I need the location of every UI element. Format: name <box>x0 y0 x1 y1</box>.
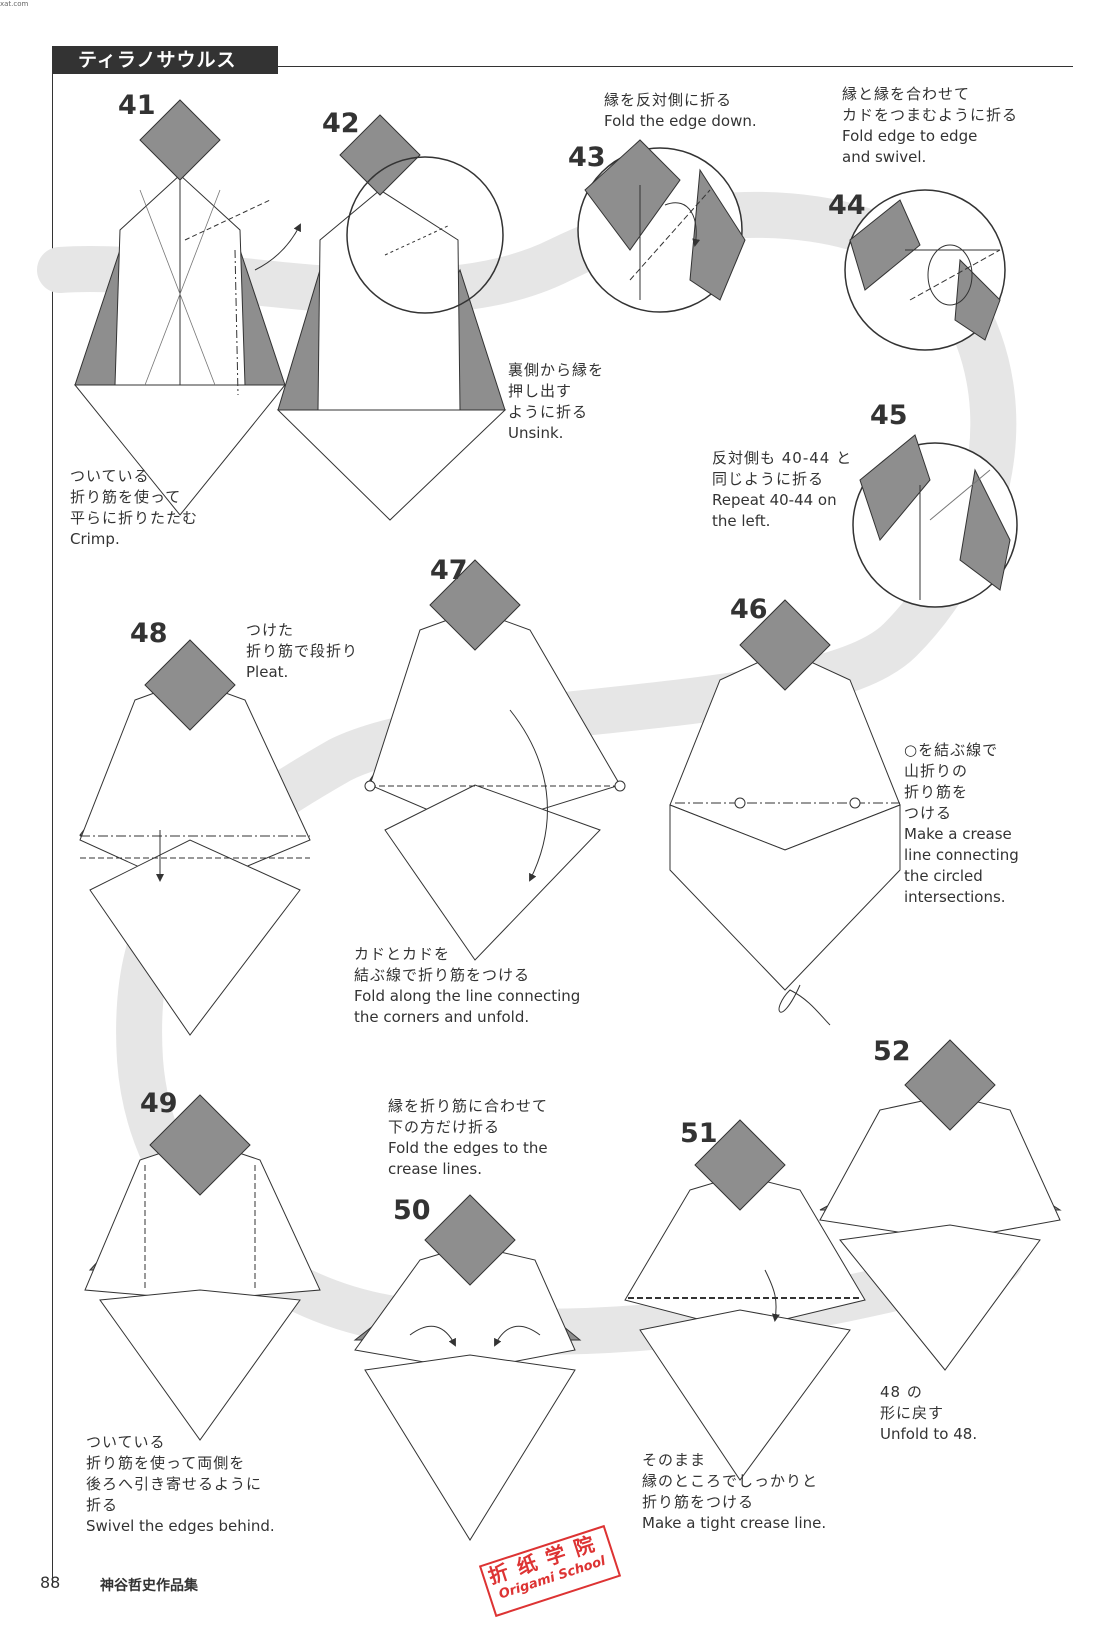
caption-49-jp-2: 折り筋を使って両側を <box>86 1453 275 1474</box>
caption-47-en-1: Fold along the line connecting <box>354 986 580 1007</box>
caption-52: 48 の 形に戻す Unfold to 48. <box>880 1382 977 1445</box>
diagram-44 <box>845 190 1005 350</box>
caption-49-jp-4: 折る <box>86 1495 275 1516</box>
caption-45-en-1: Repeat 40-44 on <box>712 490 852 511</box>
caption-46-en-3: the circled <box>904 866 1019 887</box>
caption-41-jp-1: ついている <box>70 466 198 487</box>
caption-50-jp-2: 下の方だけ折る <box>388 1117 548 1138</box>
caption-50-en-1: Fold the edges to the <box>388 1138 548 1159</box>
step-number-47: 47 <box>430 555 468 586</box>
caption-49: ついている 折り筋を使って両側を 後ろへ引き寄せるように 折る Swivel t… <box>86 1432 275 1537</box>
caption-47-jp-2: 結ぶ線で折り筋をつける <box>354 965 580 986</box>
caption-42-en-1: Unsink. <box>508 423 604 444</box>
caption-41: ついている 折り筋を使って 平らに折りたたむ Crimp. <box>70 466 198 550</box>
step-number-52: 52 <box>873 1036 911 1067</box>
caption-43: 縁を反対側に折る Fold the edge down. <box>604 90 757 132</box>
diagram-47 <box>365 560 625 960</box>
step-number-44: 44 <box>828 190 866 221</box>
caption-51-jp-1: そのまま <box>642 1450 826 1471</box>
caption-44-jp-1: 縁と縁を合わせて <box>842 84 1018 105</box>
caption-47-en-2: the corners and unfold. <box>354 1007 580 1028</box>
diagram-51 <box>625 1120 865 1480</box>
step-number-45: 45 <box>870 400 908 431</box>
caption-49-jp-3: 後ろへ引き寄せるように <box>86 1474 275 1495</box>
caption-42: 裏側から縁を 押し出す ように折る Unsink. <box>508 360 604 444</box>
caption-42-jp-3: ように折る <box>508 402 604 423</box>
caption-46-en-1: Make a crease <box>904 824 1019 845</box>
caption-51: そのまま 縁のところでしっかりと 折り筋をつける Make a tight cr… <box>642 1450 826 1534</box>
diagram-41 <box>75 100 300 515</box>
caption-46-jp-2: 山折りの <box>904 761 1019 782</box>
caption-48: つけた 折り筋で段折り Pleat. <box>246 620 358 683</box>
caption-46-jp-4: つける <box>904 803 1019 824</box>
diagram-50 <box>355 1195 580 1540</box>
caption-45: 反対側も 40-44 と 同じように折る Repeat 40-44 on the… <box>712 448 852 532</box>
caption-48-jp-2: 折り筋で段折り <box>246 641 358 662</box>
step-number-46: 46 <box>730 594 768 625</box>
caption-51-en-1: Make a tight crease line. <box>642 1513 826 1534</box>
caption-50: 縁を折り筋に合わせて 下の方だけ折る Fold the edges to the… <box>388 1096 548 1180</box>
caption-47-jp-1: カドとカドを <box>354 944 580 965</box>
step-number-42: 42 <box>322 108 360 139</box>
diagram-49 <box>85 1095 320 1440</box>
step-number-51: 51 <box>680 1118 718 1149</box>
caption-46: ○を結ぶ線で 山折りの 折り筋を つける Make a crease line … <box>904 740 1019 908</box>
caption-48-jp-1: つけた <box>246 620 358 641</box>
page-number: 88 <box>40 1573 60 1592</box>
caption-46-jp-1: ○を結ぶ線で <box>904 740 1019 761</box>
caption-43-jp-1: 縁を反対側に折る <box>604 90 757 111</box>
caption-44-en-1: Fold edge to edge <box>842 126 1018 147</box>
diagram-42 <box>278 115 505 520</box>
caption-42-jp-1: 裏側から縁を <box>508 360 604 381</box>
caption-45-jp-1: 反対側も 40-44 と <box>712 448 852 469</box>
caption-46-en-2: line connecting <box>904 845 1019 866</box>
caption-50-en-2: crease lines. <box>388 1159 548 1180</box>
caption-49-jp-1: ついている <box>86 1432 275 1453</box>
caption-42-jp-2: 押し出す <box>508 381 604 402</box>
caption-45-jp-2: 同じように折る <box>712 469 852 490</box>
step-number-50: 50 <box>393 1195 431 1226</box>
caption-51-jp-3: 折り筋をつける <box>642 1492 826 1513</box>
caption-46-en-4: intersections. <box>904 887 1019 908</box>
caption-43-en-1: Fold the edge down. <box>604 111 757 132</box>
caption-52-jp-1: 48 の <box>880 1382 977 1403</box>
caption-41-en-1: Crimp. <box>70 529 198 550</box>
caption-44-jp-2: カドをつまむように折る <box>842 105 1018 126</box>
step-number-43: 43 <box>568 142 606 173</box>
caption-41-jp-3: 平らに折りたたむ <box>70 508 198 529</box>
diagram-52 <box>820 1040 1060 1370</box>
caption-46-jp-3: 折り筋を <box>904 782 1019 803</box>
caption-44-en-2: and swivel. <box>842 147 1018 168</box>
step-number-48: 48 <box>130 618 168 649</box>
caption-49-en-1: Swivel the edges behind. <box>86 1516 275 1537</box>
diagram-48 <box>80 640 310 1035</box>
step-number-49: 49 <box>140 1088 178 1119</box>
caption-45-en-2: the left. <box>712 511 852 532</box>
caption-44: 縁と縁を合わせて カドをつまむように折る Fold edge to edge a… <box>842 84 1018 168</box>
caption-47: カドとカドを 結ぶ線で折り筋をつける Fold along the line c… <box>354 944 580 1028</box>
caption-52-jp-2: 形に戻す <box>880 1403 977 1424</box>
caption-50-jp-1: 縁を折り筋に合わせて <box>388 1096 548 1117</box>
step-number-41: 41 <box>118 90 156 121</box>
caption-48-en-1: Pleat. <box>246 662 358 683</box>
book-title: 神谷哲史作品集 <box>100 1575 198 1595</box>
caption-51-jp-2: 縁のところでしっかりと <box>642 1471 826 1492</box>
caption-41-jp-2: 折り筋を使って <box>70 487 198 508</box>
caption-52-en-1: Unfold to 48. <box>880 1424 977 1445</box>
